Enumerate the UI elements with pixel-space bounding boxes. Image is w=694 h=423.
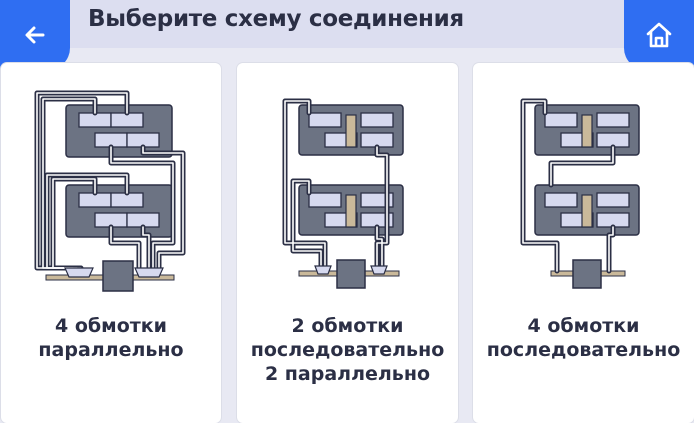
scheme-label-line: последовательно <box>250 339 445 361</box>
scheme-card-2-series-2-parallel[interactable]: 2 обмотки последовательно 2 параллельно <box>237 63 458 423</box>
scheme-card-4-parallel[interactable]: 4 обмотки параллельно <box>1 63 221 423</box>
home-button[interactable] <box>624 0 694 70</box>
back-button[interactable] <box>0 0 70 70</box>
scheme-label: 2 обмотки последовательно 2 параллельно <box>237 314 458 386</box>
page-title: Выберите схему соединения <box>88 6 464 32</box>
scheme-label: 4 обмотки параллельно <box>1 314 221 362</box>
header-bar: Выберите схему соединения <box>0 0 694 48</box>
scheme-diagram-2-series-2-parallel <box>282 98 404 289</box>
scheme-label-line: 2 обмотки <box>291 315 404 337</box>
scheme-label-line: параллельно <box>38 339 184 361</box>
scheme-label-line: 2 параллельно <box>264 363 431 385</box>
scheme-card-4-series[interactable]: 4 обмотки последовательно <box>473 63 694 423</box>
scheme-diagram-4-series <box>520 98 640 289</box>
scheme-label-line: 4 обмотки <box>55 315 167 337</box>
scheme-label-line: 4 обмотки <box>527 315 640 337</box>
scheme-diagram-4-parallel <box>34 90 186 292</box>
scheme-label-line: последовательно <box>486 339 681 361</box>
scheme-label: 4 обмотки последовательно <box>473 314 694 362</box>
arrow-left-icon <box>25 26 45 44</box>
home-icon <box>646 22 672 48</box>
